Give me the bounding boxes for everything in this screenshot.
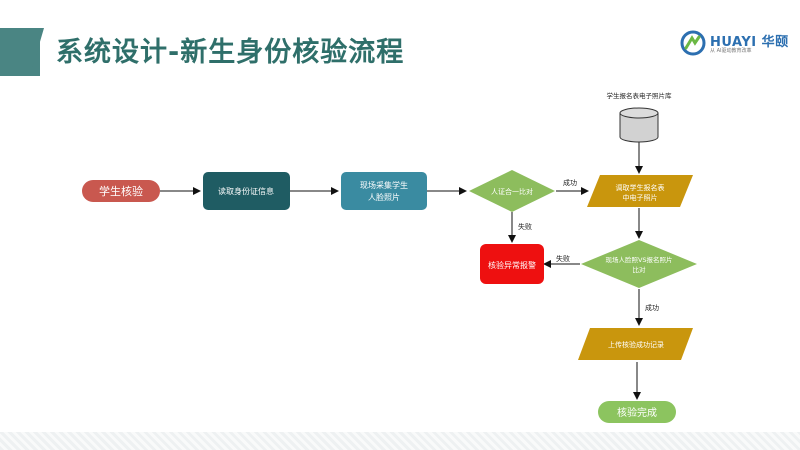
- brand-logo: HUAYI 华颐 从 AI驱动教育改革: [680, 30, 790, 56]
- node-start-label: 学生核验: [99, 184, 143, 198]
- node-compare-photo-label-2: 比对: [633, 265, 647, 274]
- node-alarm: 核验异常报警: [480, 244, 544, 284]
- logo-tagline: 从 AI驱动教育改革: [710, 48, 752, 54]
- node-upload-label: 上传核验成功记录: [608, 340, 664, 349]
- node-compare-id-label: 人证合一比对: [491, 187, 533, 196]
- node-read-id: 读取身份证信息: [203, 172, 290, 210]
- node-capture-label-1: 现场采集学生: [360, 180, 408, 190]
- node-fetch-photo: 调取学生报名表 中电子照片: [587, 175, 693, 207]
- node-alarm-label: 核验异常报警: [488, 260, 536, 270]
- node-done: 核验完成: [598, 401, 676, 423]
- bottom-decor-band: [0, 432, 800, 450]
- page-title: 系统设计-新生身份核验流程: [56, 37, 405, 68]
- node-compare-photo-label-1: 现场人脸照VS报名照片: [605, 255, 672, 264]
- edge-label-fail-1: 失败: [518, 222, 532, 231]
- node-photo-database: 学生报名表电子照片库: [607, 91, 673, 143]
- node-upload: 上传核验成功记录: [578, 328, 693, 360]
- node-compare-photo: 现场人脸照VS报名照片 比对: [581, 240, 697, 288]
- db-label: 学生报名表电子照片库: [607, 91, 673, 100]
- node-done-label: 核验完成: [617, 406, 657, 419]
- node-read-id-label: 读取身份证信息: [218, 186, 274, 196]
- huayi-logo-icon: [680, 30, 706, 56]
- edge-label-success-2: 成功: [645, 303, 659, 312]
- edge-label-success-1: 成功: [563, 178, 577, 187]
- edge-label-fail-2: 失败: [556, 254, 570, 263]
- node-fetch-label-1: 调取学生报名表: [616, 183, 665, 192]
- header-accent-slant: [30, 28, 44, 76]
- logo-name: HUAYI 华颐: [710, 35, 789, 50]
- node-capture-photo: 现场采集学生 人脸照片: [341, 172, 427, 210]
- node-compare-id: 人证合一比对: [469, 170, 555, 212]
- node-capture-label-2: 人脸照片: [368, 192, 400, 202]
- node-fetch-label-2: 中电子照片: [623, 193, 658, 202]
- node-start: 学生核验: [82, 180, 160, 202]
